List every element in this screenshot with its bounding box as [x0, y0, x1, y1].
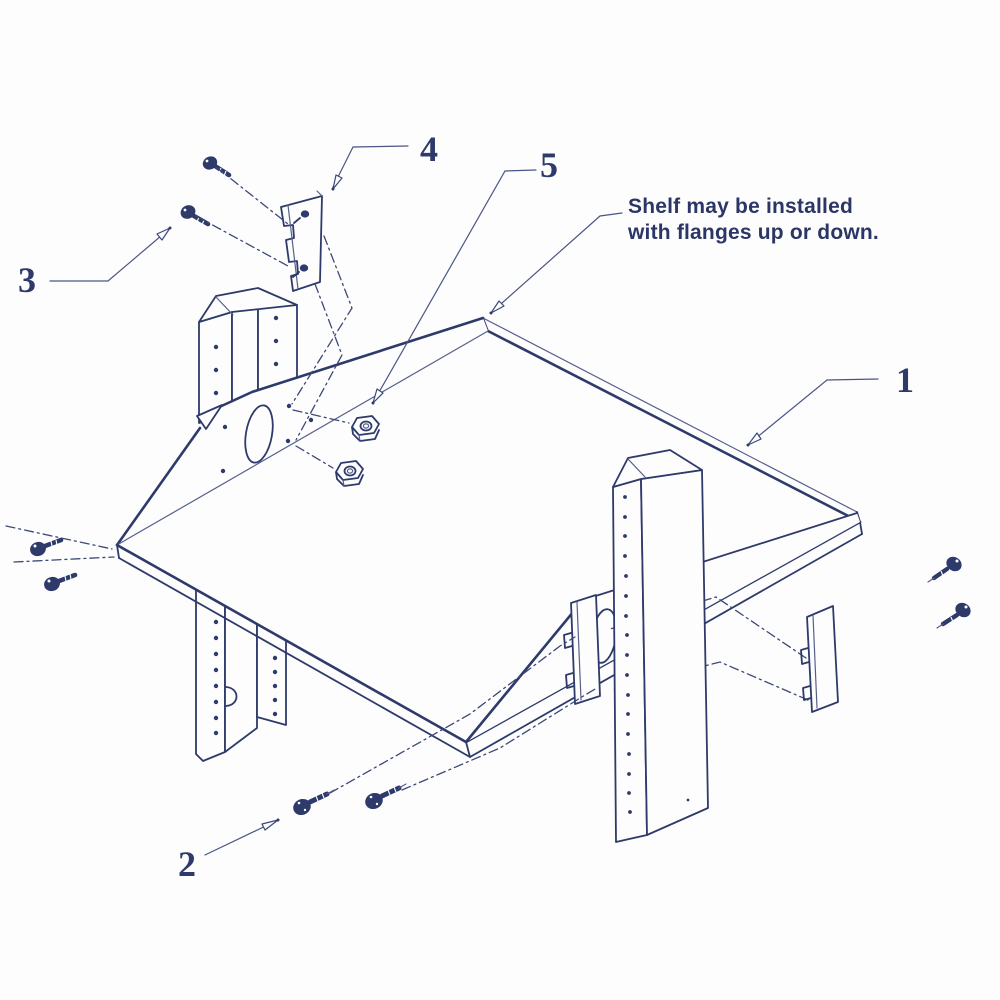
projection-lines	[5, 166, 809, 794]
right-screw-lower	[936, 602, 971, 629]
note-line-1: Shelf may be installed	[628, 195, 853, 218]
bracket-screw-top	[293, 210, 310, 224]
front-screw-right	[365, 783, 407, 810]
note-line-2: with flanges up or down.	[627, 221, 879, 244]
top-clip-bracket	[280, 190, 323, 292]
right-post	[612, 449, 709, 843]
callout-5: 5	[540, 145, 558, 185]
left-post-upper	[198, 287, 298, 424]
rear-screw-lower	[180, 205, 211, 227]
nut-lower	[335, 460, 364, 487]
right-screw-upper	[927, 556, 962, 583]
leader-lines	[49, 145, 879, 856]
front-screw-left	[293, 789, 335, 816]
callout-1: 1	[896, 360, 914, 400]
callout-2: 2	[178, 844, 196, 884]
left-screw-lower	[44, 572, 78, 592]
flange-slot-left	[244, 404, 274, 464]
right-flange-clip	[563, 594, 601, 705]
bracket-screw-bottom	[292, 264, 309, 278]
rear-screw-upper	[202, 156, 232, 178]
post-foot	[196, 404, 223, 430]
right-clip-bracket	[800, 605, 839, 713]
callout-3: 3	[18, 260, 36, 300]
callout-4: 4	[420, 129, 438, 169]
left-screw-upper	[30, 537, 64, 557]
nut-upper	[351, 415, 380, 442]
